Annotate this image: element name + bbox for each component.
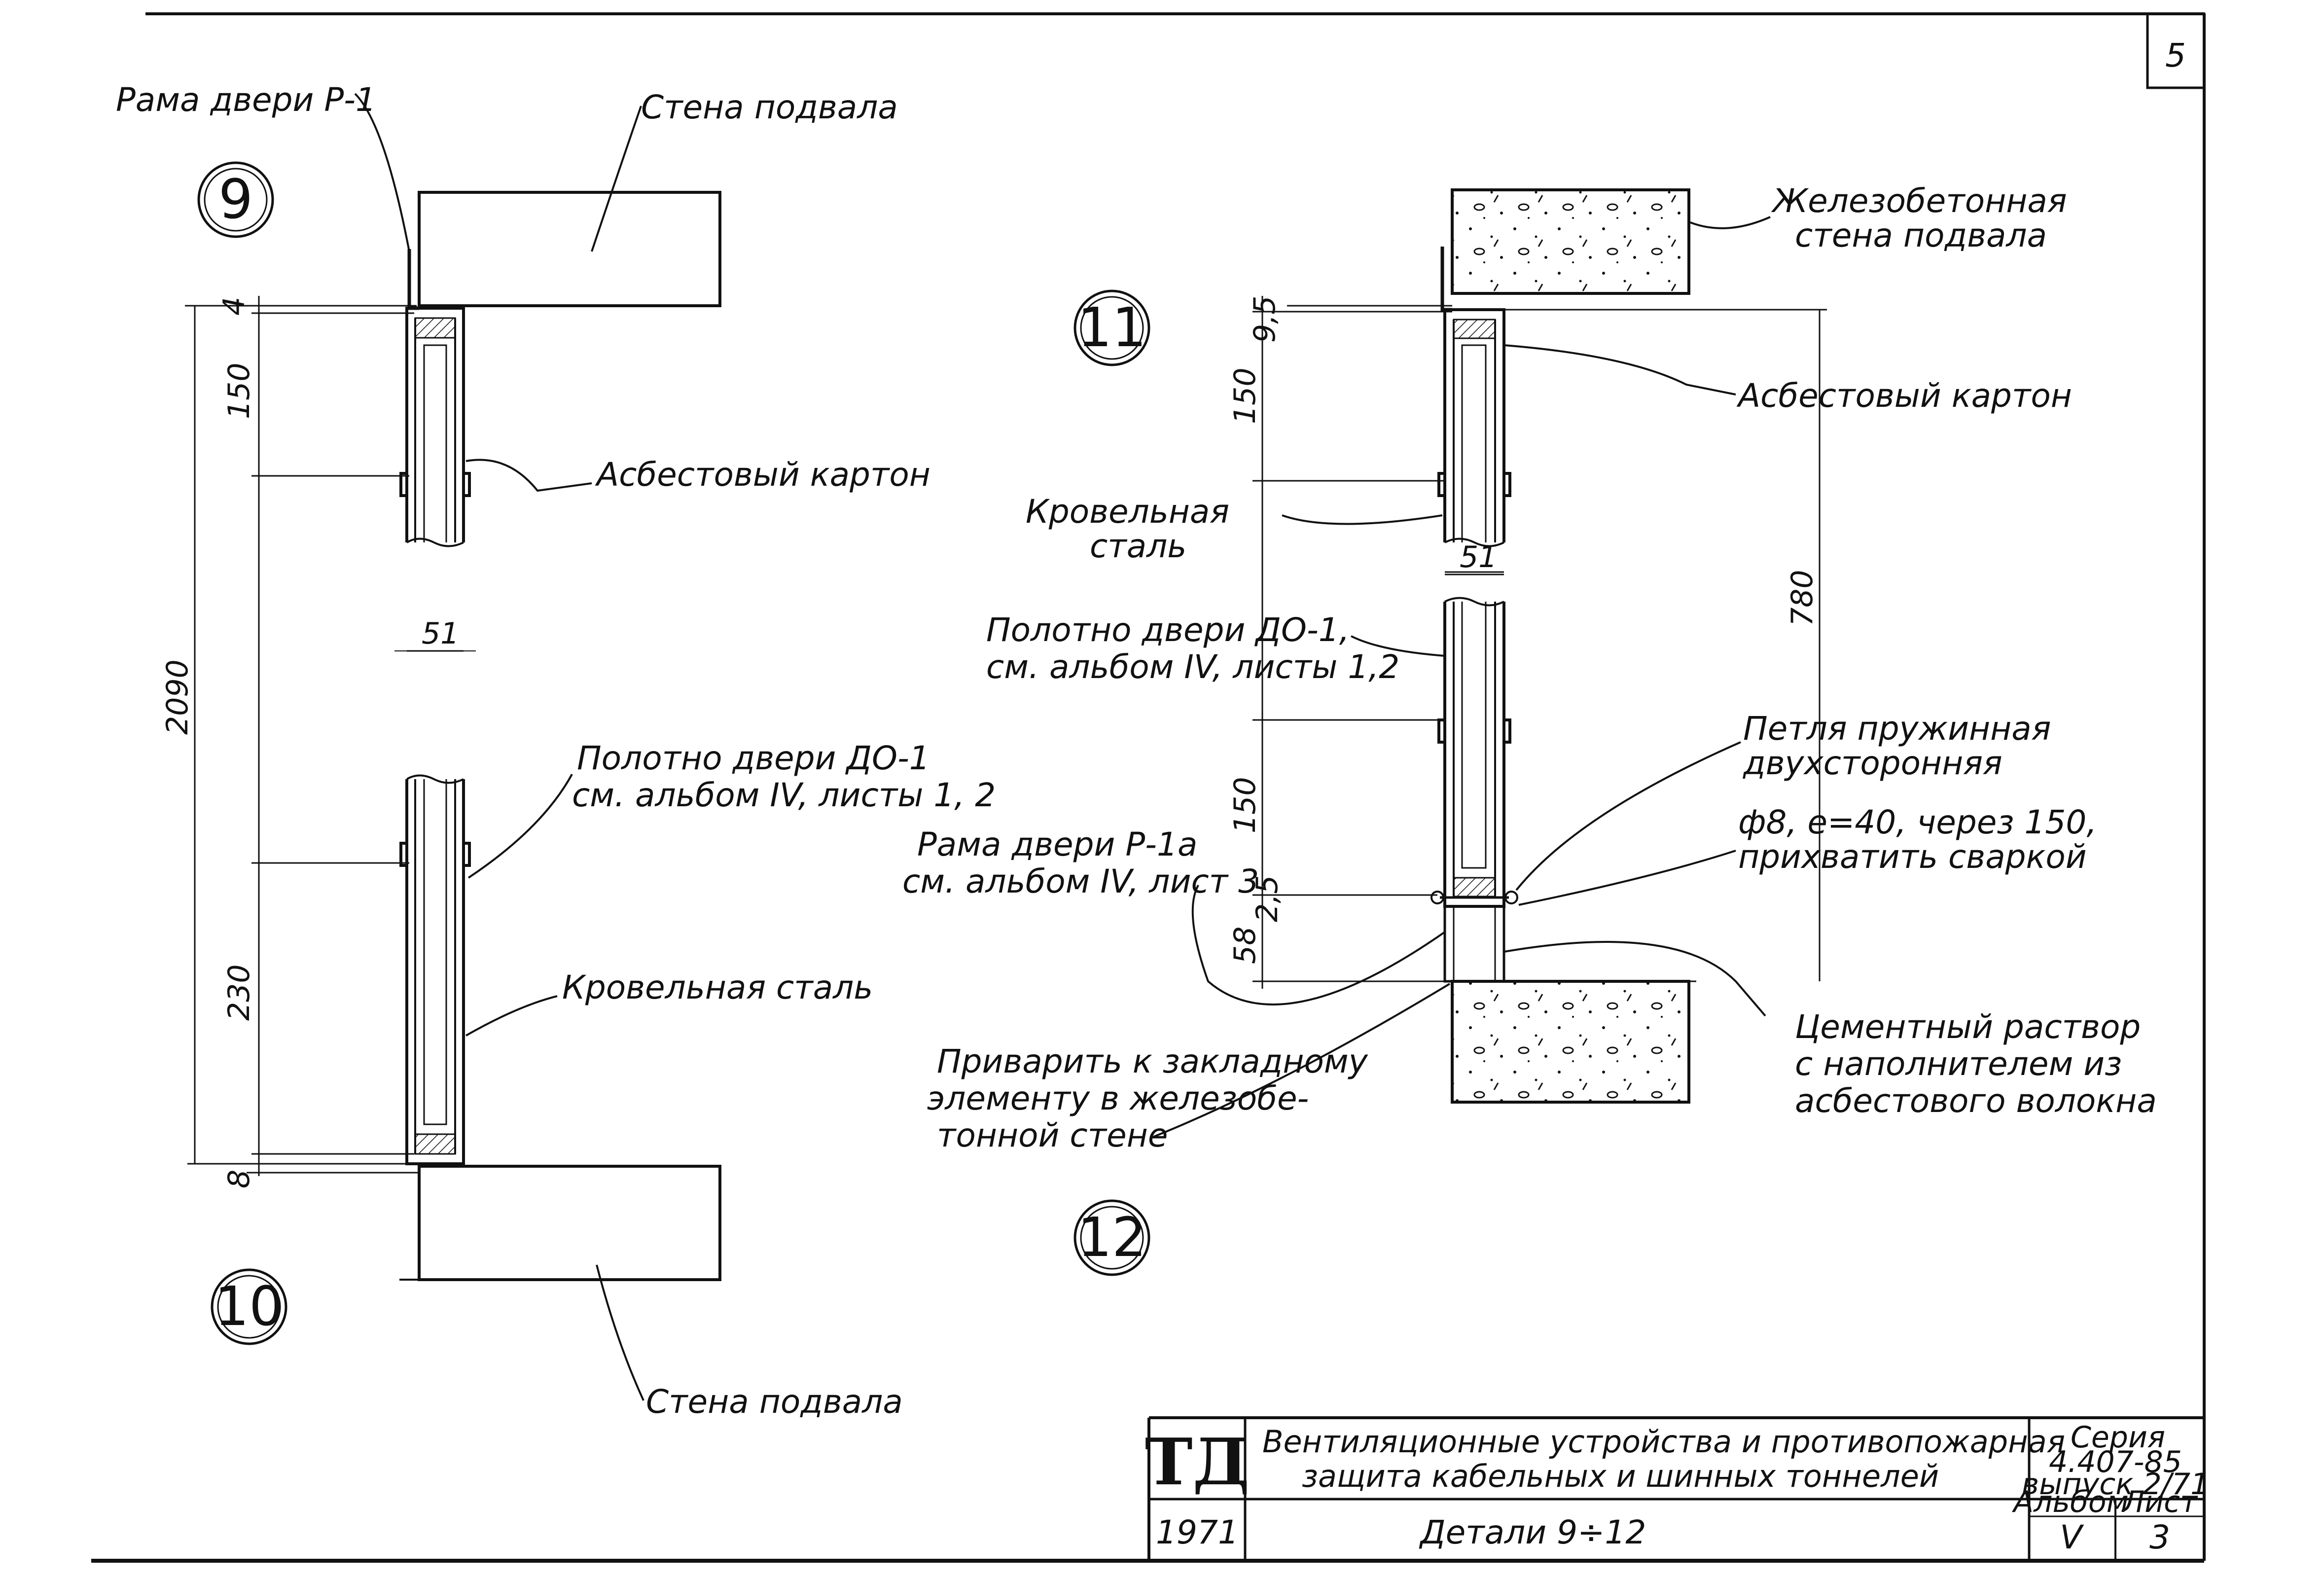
title-logo: ТД <box>1145 1424 1250 1500</box>
right-detail <box>1073 188 1827 1276</box>
title-year: 1971 <box>1156 1513 1239 1551</box>
title-line-1: Вентиляционные устройства и противопожар… <box>1262 1424 2065 1460</box>
left-detail <box>185 93 721 1401</box>
label-rc-wall-2: стена подвала <box>1795 216 2047 254</box>
label-basement-wall-top: Стена подвала <box>641 88 898 126</box>
dim-right-bottom: 58 <box>1228 927 1262 964</box>
label-frame-p1a-2: см. альбом IV, лист 3 <box>902 862 1259 900</box>
label-roofing-steel-left: Кровельная сталь <box>562 968 873 1006</box>
dim-left-total: 2090 <box>160 659 195 735</box>
right-leaders <box>1153 216 1771 1138</box>
title-album-label: Альбом <box>2011 1485 2129 1519</box>
label-frame-p1a-1: Рама двери Р-1а <box>917 825 1197 863</box>
dim-right-hinge-top: 150 <box>1228 367 1262 424</box>
marker-11-circle <box>1073 289 1150 366</box>
left-door-leaf <box>394 307 476 1165</box>
label-asbestos-board-left: Асбестовый картон <box>595 456 930 494</box>
title-sheet-value: 3 <box>2149 1518 2170 1556</box>
right-dimensions <box>1252 296 1827 989</box>
label-rod-2: прихватить сваркой <box>1738 838 2087 876</box>
marker-10: 10 <box>215 1275 284 1338</box>
label-door-leaf-left-2: см. альбом IV, листы 1, 2 <box>572 776 996 814</box>
dim-right-hinge-bottom: 150 <box>1228 777 1262 833</box>
title-album-value: V <box>2060 1518 2084 1556</box>
marker-9: 9 <box>218 168 253 231</box>
label-door-leaf-right-1: Полотно двери ДО-1, <box>986 611 1350 649</box>
label-door-leaf-left-1: Полотно двери ДО-1 <box>577 739 930 777</box>
label-basement-wall-bottom: Стена подвала <box>646 1383 903 1421</box>
right-bottom-rc-wall <box>1451 980 1690 1104</box>
marker-12: 12 <box>1077 1206 1146 1269</box>
left-top-wall <box>418 191 721 307</box>
dim-left-hinge-top: 150 <box>222 362 256 419</box>
label-rod-1: ф8, е=40, через 150, <box>1738 803 2097 841</box>
dim-right-total: 780 <box>1785 570 1820 626</box>
title-line-2: защита кабельных и шинных тоннелей <box>1302 1458 1939 1494</box>
label-roofing-steel-right-1: Кровельная <box>1026 493 1229 531</box>
left-dimensions <box>185 296 419 1176</box>
label-weld-3: тонной стене <box>937 1116 1168 1154</box>
dim-right-rod-gap: 2,5 <box>1250 875 1285 922</box>
title-sheet-label: Лист <box>2121 1485 2198 1519</box>
label-door-leaf-right-2: см. альбом IV, листы 1,2 <box>986 648 1399 686</box>
label-rc-wall-1: Железобетонная <box>1771 182 2067 220</box>
right-top-rc-wall <box>1451 188 1690 295</box>
marker-10-circle <box>211 1268 287 1345</box>
dim-left-bottom-gap: 8 <box>222 1170 256 1188</box>
label-spring-hinge-1: Петля пружинная <box>1743 710 2051 748</box>
title-issue: выпуск 2/71 <box>2022 1467 2210 1502</box>
marker-9-circle <box>197 161 274 238</box>
dim-left-hinge-bottom: 230 <box>222 964 256 1021</box>
corner-sheet-number: 5 <box>2165 36 2186 74</box>
title-block <box>1147 1416 2204 1561</box>
dim-left-top-gap: 4 <box>217 297 251 316</box>
label-mortar-1: Цементный раствор <box>1795 1008 2141 1046</box>
title-sheet-name: Детали 9÷12 <box>1419 1513 1646 1551</box>
label-mortar-3: асбестового волокна <box>1795 1082 2157 1120</box>
left-bottom-wall <box>418 1165 721 1281</box>
label-spring-hinge-2: двухсторонняя <box>1743 744 2002 782</box>
label-mortar-2: с наполнителем из <box>1795 1045 2122 1083</box>
label-weld-1: Приварить к закладному <box>937 1042 1368 1080</box>
label-roofing-steel-right-2: сталь <box>1090 527 1186 565</box>
label-weld-2: элементу в железобе- <box>927 1079 1309 1117</box>
dim-right-top-gap: 9,5 <box>1248 296 1282 343</box>
marker-12-circle <box>1073 1199 1150 1276</box>
marker-11: 11 <box>1077 296 1146 359</box>
right-door-leaf <box>1430 308 1518 983</box>
title-series-label: Серия <box>2071 1420 2165 1455</box>
label-door-frame-p1: Рама двери Р-1 <box>116 81 376 119</box>
label-asbestos-board-right: Асбестовый картон <box>1736 377 2072 415</box>
title-series-number: 4.407-85 <box>2049 1445 2182 1479</box>
dim-left-thickness: 51 <box>422 616 459 651</box>
dim-right-thickness: 51 <box>1460 540 1497 574</box>
left-leaders <box>354 93 644 1401</box>
